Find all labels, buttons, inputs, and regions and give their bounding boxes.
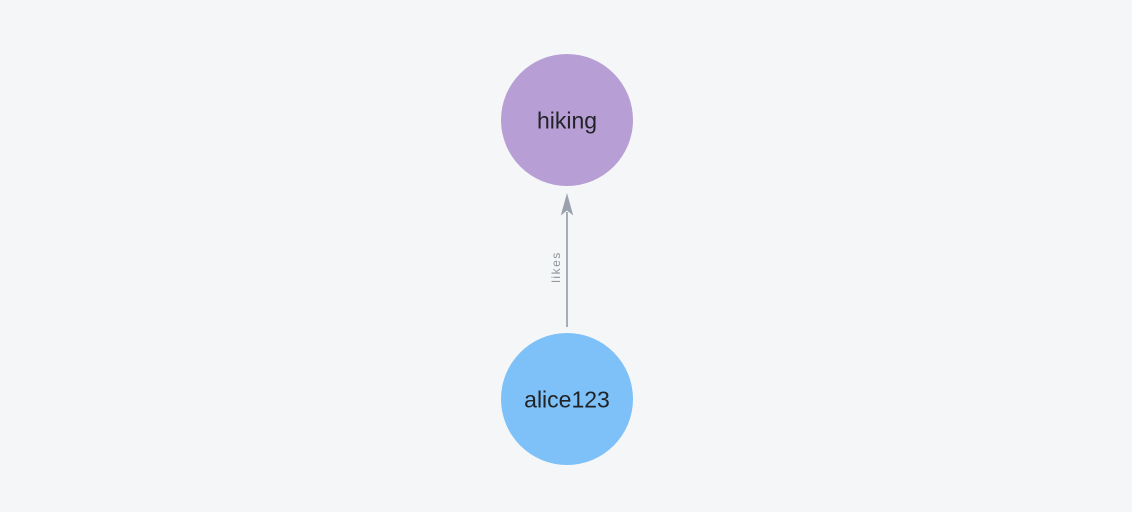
edge-label: likes — [549, 251, 563, 283]
edge-arrowhead-icon — [560, 193, 574, 216]
node-hiking[interactable]: hiking — [501, 54, 633, 186]
edge-alice123-likes-hiking[interactable]: likes — [549, 193, 574, 327]
node-hiking-circle[interactable] — [501, 54, 633, 186]
node-alice123-label: alice123 — [524, 386, 610, 412]
node-hiking-label: hiking — [537, 107, 597, 133]
node-alice123[interactable]: alice123 — [501, 333, 633, 465]
node-alice123-circle[interactable] — [501, 333, 633, 465]
